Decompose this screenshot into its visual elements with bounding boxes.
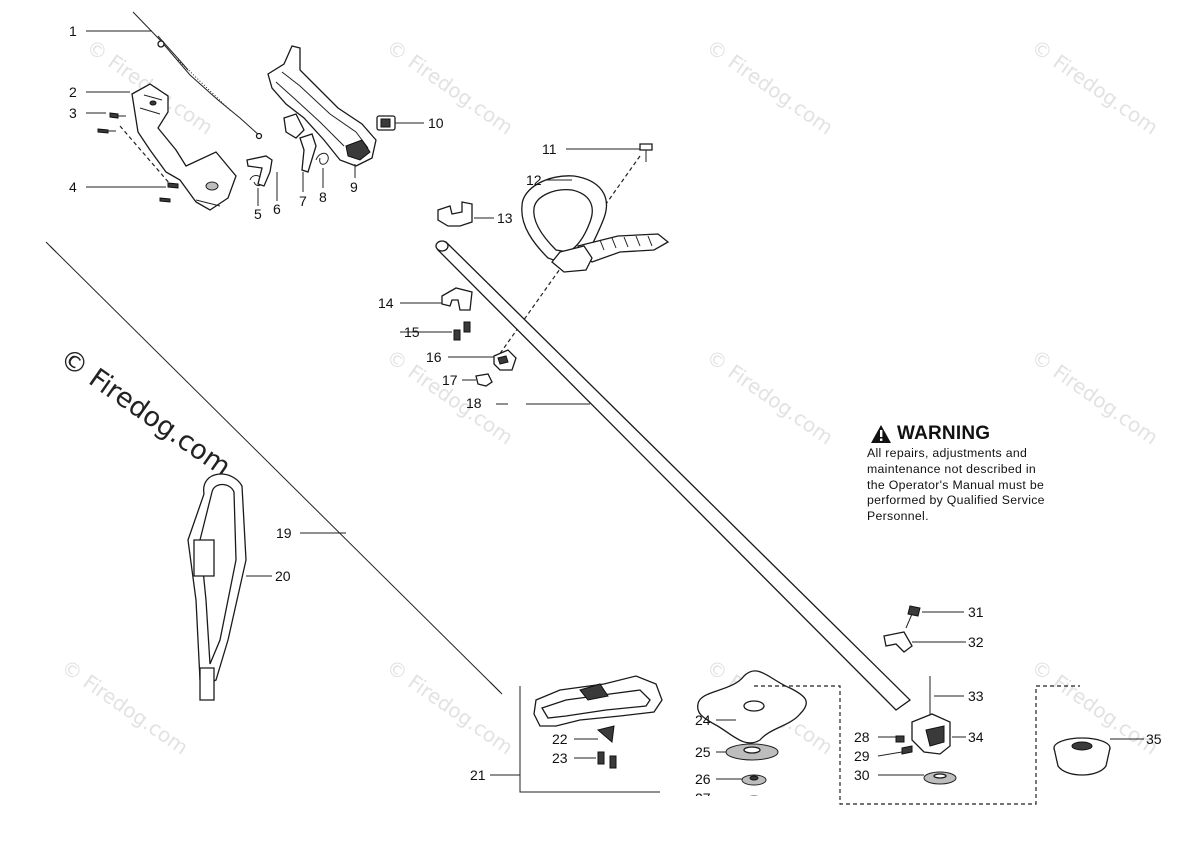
part-housing — [131, 83, 237, 211]
warning-title: WARNING — [897, 423, 991, 444]
callout-1: 1 — [69, 23, 77, 39]
bottom-margin — [0, 808, 1180, 844]
callout-18: 18 — [466, 395, 482, 411]
callout-9: 9 — [350, 179, 358, 195]
callout-28: 28 — [854, 729, 870, 745]
part-handle-9 — [267, 45, 377, 167]
callout-32: 32 — [968, 634, 984, 650]
part-clamp-13 — [437, 201, 473, 227]
part-screws-28-29 — [895, 735, 913, 755]
watermark: © Firedog.com — [1027, 34, 1163, 139]
callout-29: 29 — [854, 748, 870, 764]
warning-text: All repairs, adjustments and maintenance… — [867, 446, 1097, 525]
callout-35: 35 — [1146, 731, 1162, 747]
callout-23: 23 — [552, 750, 568, 766]
callout-7: 7 — [299, 193, 307, 209]
part-drive-shaft-19 — [45, 241, 503, 695]
part-washer-26 — [741, 774, 767, 786]
callout-14: 14 — [378, 295, 394, 311]
callout-20: 20 — [275, 568, 291, 584]
warning-triangle-icon — [871, 425, 891, 443]
callout-labels: 1 2 3 4 5 6 7 8 9 10 11 12 13 14 15 16 1… — [69, 23, 1162, 806]
part-knob-17 — [475, 373, 493, 387]
watermark: © Firedog.com — [702, 344, 838, 449]
part-spring-8 — [315, 152, 329, 165]
part-blade-22 — [596, 725, 615, 743]
part-screw-31 — [905, 605, 921, 629]
part-screws-15 — [453, 321, 471, 341]
part-washer-30 — [923, 771, 957, 785]
part-gearhead-group — [754, 685, 1080, 805]
callout-33: 33 — [968, 688, 984, 704]
callout-21: 21 — [470, 767, 486, 783]
callout-13: 13 — [497, 210, 513, 226]
callout-19: 19 — [276, 525, 292, 541]
part-bracket-14 — [441, 287, 473, 311]
callout-24: 24 — [695, 712, 711, 728]
bottom-clip — [680, 796, 780, 810]
warning-line: the Operator's Manual must be — [867, 477, 1045, 492]
callout-25: 25 — [695, 744, 711, 760]
watermark-large: © Firedog.com — [54, 342, 236, 483]
callout-6: 6 — [273, 201, 281, 217]
watermark: © Firedog.com — [57, 654, 193, 759]
watermark: © Firedog.com — [382, 34, 518, 139]
part-clamp-32 — [883, 631, 913, 653]
part-gearhead-34 — [911, 713, 951, 755]
warning-line: All repairs, adjustments and — [867, 446, 1028, 460]
callout-22: 22 — [552, 731, 568, 747]
callout-5: 5 — [254, 206, 262, 222]
callout-12: 12 — [526, 172, 542, 188]
callout-15: 15 — [404, 324, 420, 340]
part-washer-25 — [725, 743, 779, 761]
part-strap-20 — [187, 473, 247, 701]
warning-line: maintenance not described in — [867, 461, 1037, 476]
part-lockout-6 — [246, 155, 273, 187]
callout-30: 30 — [854, 767, 870, 783]
warning-box: WARNING All repairs, adjustments and mai… — [867, 423, 1097, 525]
part-screws-3 — [97, 112, 171, 185]
watermark: © Firedog.com — [702, 34, 838, 139]
callout-31: 31 — [968, 604, 984, 620]
callout-26: 26 — [695, 771, 711, 787]
warning-line: performed by Qualified Service — [867, 493, 1045, 508]
callout-2: 2 — [69, 84, 77, 100]
callout-34: 34 — [968, 729, 984, 745]
part-shaft-tube-18 — [435, 240, 912, 711]
leader-lines — [86, 30, 1144, 780]
part-throttle-cable — [132, 11, 263, 140]
part-trimmer-head-35 — [1053, 737, 1111, 776]
warning-line: Personnel. — [867, 509, 929, 524]
callout-4: 4 — [69, 179, 77, 195]
callout-16: 16 — [426, 349, 442, 365]
callout-3: 3 — [69, 105, 77, 121]
callout-17: 17 — [442, 372, 458, 388]
part-screws-23 — [597, 751, 617, 769]
part-blade-24 — [697, 670, 807, 744]
part-loop-handle-12 — [521, 175, 670, 273]
callout-10: 10 — [428, 115, 444, 131]
callout-8: 8 — [319, 189, 327, 205]
part-screws-4 — [159, 182, 179, 203]
part-guard-21 — [519, 675, 663, 793]
part-trigger-7 — [299, 133, 317, 173]
watermark: © Firedog.com — [382, 654, 518, 759]
callout-11: 11 — [542, 141, 557, 157]
part-switch-10 — [376, 115, 396, 131]
part-bracket-16 — [493, 349, 517, 371]
